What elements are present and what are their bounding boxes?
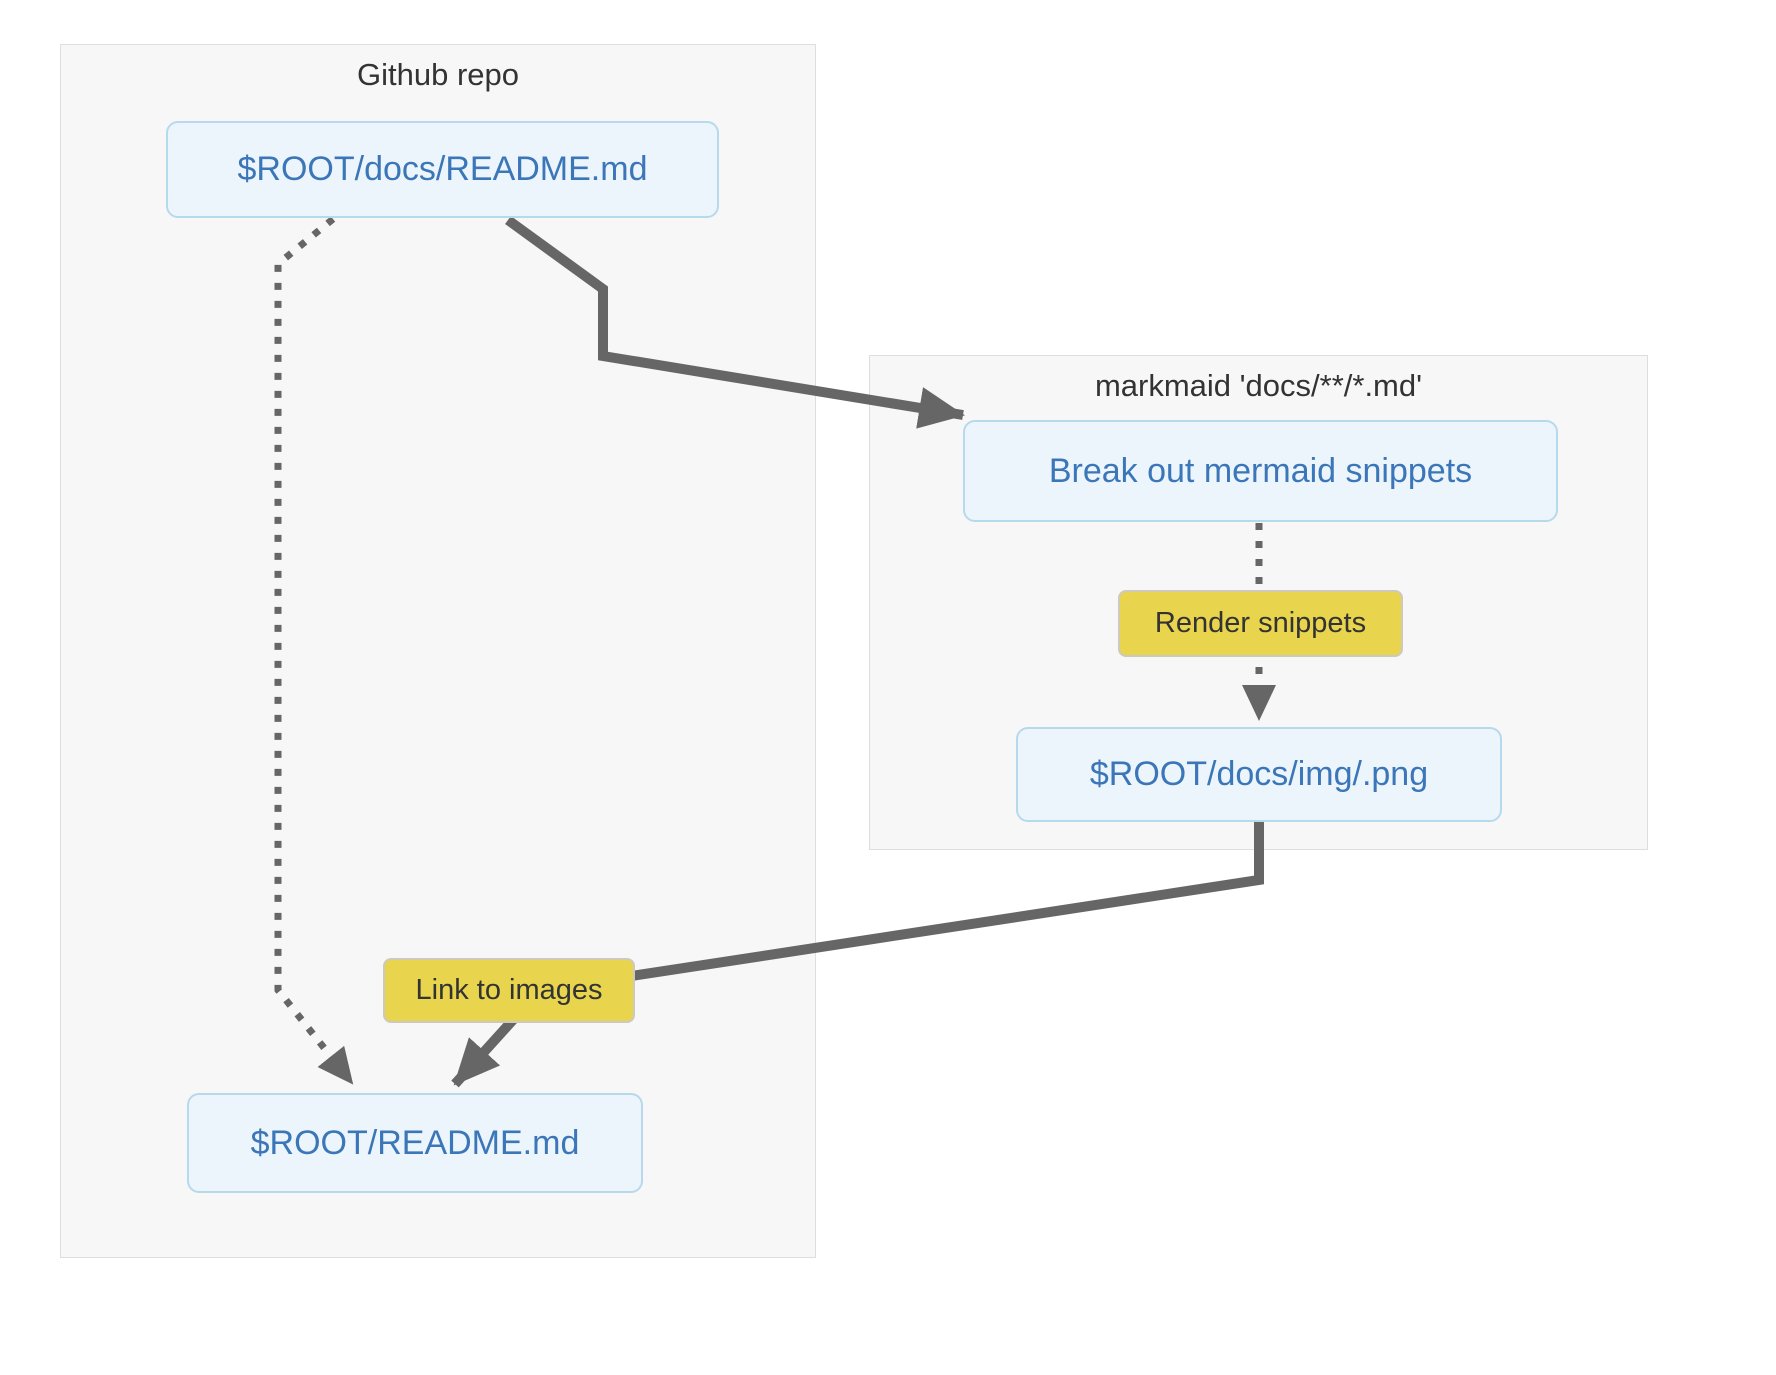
edge-label-render-snippets: Render snippets — [1118, 590, 1403, 657]
node-root-readme: $ROOT/README.md — [187, 1093, 643, 1193]
subgraph-github-repo: Github repo — [60, 44, 816, 1258]
edge-label-link-to-images: Link to images — [383, 958, 635, 1023]
subgraph-github-repo-title: Github repo — [357, 57, 519, 92]
subgraph-markmaid-title: markmaid 'docs/**/*.md' — [1094, 368, 1423, 403]
node-docs-img-png: $ROOT/docs/img/.png — [1016, 727, 1502, 822]
node-docs-readme: $ROOT/docs/README.md — [166, 121, 719, 218]
node-break-out-mermaid-snippets: Break out mermaid snippets — [963, 420, 1558, 522]
